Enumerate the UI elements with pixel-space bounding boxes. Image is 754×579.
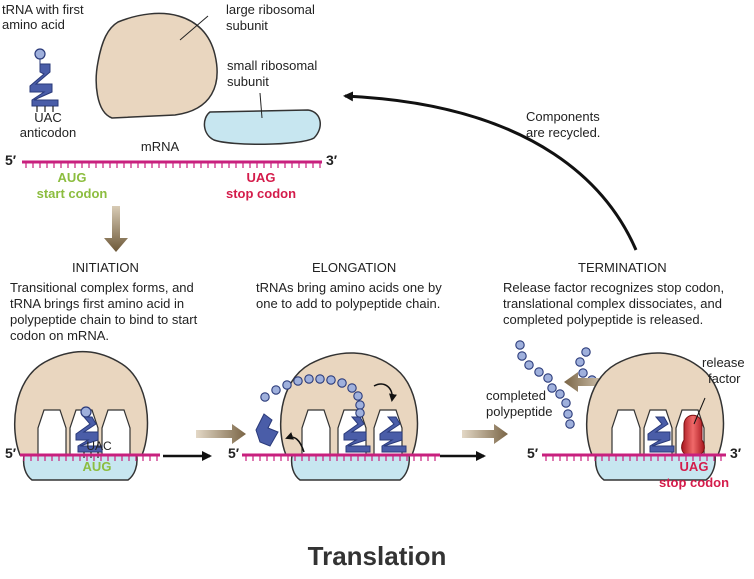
amino-acid-bead — [353, 391, 363, 401]
top-five-prime: 5′ — [5, 152, 17, 168]
amino-acid-bead — [347, 383, 357, 393]
amino-acid-bead — [355, 400, 365, 410]
exiting-trna-icon — [255, 413, 279, 447]
amino-acid-bead — [293, 376, 303, 386]
completed-label-line1: completed — [486, 388, 546, 403]
initiation-desc-1: Transitional complex forms, and — [10, 280, 194, 295]
amino-acid-bead — [337, 378, 347, 388]
diagram-title: Translation — [308, 541, 447, 571]
initiation-ribosome: UAC 5′ AUG — [5, 351, 160, 481]
init-five-prime: 5′ — [5, 445, 17, 461]
term-stop-codon: UAG — [680, 459, 709, 474]
mrna-label: mRNA — [141, 139, 180, 154]
amino-acid-bead — [315, 374, 325, 384]
amino-acid-bead — [534, 367, 544, 377]
release-factor-icon — [681, 414, 705, 457]
amino-acid-bead — [304, 374, 314, 384]
initiation-desc-4: codon on mRNA. — [10, 328, 109, 343]
top-mrna: 5′ 3′ mRNA AUG start codon UAG stop codo… — [5, 139, 338, 201]
termination-heading: TERMINATION — [578, 260, 667, 275]
small-ribosomal-subunit: small ribosomal subunit — [203, 58, 321, 146]
stop-codon-label: stop codon — [226, 186, 296, 201]
brown-arrow-2 — [462, 424, 508, 444]
large-subunit-label-line2: subunit — [226, 18, 268, 33]
amino-acid-bead — [581, 347, 591, 357]
stop-codon-text: UAG — [247, 170, 276, 185]
trna-label-line1: tRNA with first — [2, 2, 84, 17]
amino-acid-bead — [355, 408, 365, 418]
amino-acid-bead — [543, 373, 553, 383]
amino-acid-bead — [575, 357, 585, 367]
init-trna-icon — [75, 416, 103, 453]
amino-acid-bead — [260, 392, 270, 402]
top-trna: UAC anticodon tRNA with first amino acid — [2, 2, 84, 140]
mrna-ticks — [25, 162, 321, 168]
termination-desc-2: translational complex dissociates, and — [503, 296, 722, 311]
init-anticodon: UAC — [86, 439, 112, 453]
large-subunit-shape — [95, 12, 218, 119]
termination-ribosome: completed polypeptide release factor 5′ … — [486, 340, 745, 490]
completed-label-line2: polypeptide — [486, 404, 553, 419]
small-subunit-shape — [203, 109, 321, 146]
large-ribosomal-subunit: large ribosomal subunit — [95, 2, 315, 119]
initiation-text: INITIATION Transitional complex forms, a… — [10, 260, 198, 343]
trna-label-line2: amino acid — [2, 17, 65, 32]
elongation-desc-1: tRNAs bring amino acids one by — [256, 280, 442, 295]
amino-acid-bead — [524, 360, 534, 370]
amino-acid-bead — [561, 398, 571, 408]
down-arrow — [104, 206, 128, 252]
amino-acid-bead — [34, 48, 46, 60]
amino-acid-bead — [517, 351, 527, 361]
term-mrna-ticks — [545, 455, 722, 461]
amino-acid-bead — [515, 340, 525, 350]
amino-acid-bead — [563, 409, 573, 419]
elongation-text: ELONGATION tRNAs bring amino acids one b… — [256, 260, 442, 311]
elong-mrna-ticks — [245, 455, 436, 461]
brown-arrow-1 — [196, 424, 246, 444]
recycled-label-line1: Components — [526, 109, 600, 124]
termination-desc-3: completed polypeptide is released. — [503, 312, 703, 327]
term-three-prime: 3′ — [730, 445, 742, 461]
recycled-label-line2: are recycled. — [526, 125, 600, 140]
amino-acid-bead — [555, 389, 565, 399]
initiation-desc-2: tRNA brings first amino acid in — [10, 296, 184, 311]
release-label-line1: release — [702, 355, 745, 370]
amino-acid-bead — [547, 383, 557, 393]
released-polypeptide-chain — [515, 340, 575, 429]
initiation-desc-3: polypeptide chain to bind to start — [10, 312, 198, 327]
amino-acid-bead — [326, 375, 336, 385]
release-label-line2: factor — [708, 371, 741, 386]
trna-anticodon-text: UAC — [34, 110, 61, 125]
amino-acid-bead — [282, 380, 292, 390]
amino-acid-bead — [271, 385, 281, 395]
amino-acid-bead — [565, 419, 575, 429]
trna-icon — [29, 59, 59, 107]
release-arrow — [564, 372, 612, 392]
termination-text: TERMINATION Release factor recognizes st… — [503, 260, 724, 327]
amino-acid-bead — [578, 368, 588, 378]
top-three-prime: 3′ — [326, 152, 338, 168]
small-subunit-label-line2: subunit — [227, 74, 269, 89]
termination-desc-1: Release factor recognizes stop codon, — [503, 280, 724, 295]
anticodon-label: anticodon — [20, 125, 76, 140]
start-codon-text: AUG — [58, 170, 87, 185]
elongation-desc-2: one to add to polypeptide chain. — [256, 296, 440, 311]
term-five-prime: 5′ — [527, 445, 539, 461]
large-subunit-label-line1: large ribosomal — [226, 2, 315, 17]
init-mrna-ticks — [23, 455, 158, 461]
initiation-heading: INITIATION — [72, 260, 139, 275]
recycle-arrow — [343, 91, 638, 251]
start-codon-label: start codon — [37, 186, 108, 201]
term-stop-codon-label: stop codon — [659, 475, 729, 490]
elongation-ribosome: 5′ — [228, 352, 440, 481]
init-codon: AUG — [83, 459, 112, 474]
elong-five-prime: 5′ — [228, 445, 240, 461]
elongation-polypeptide-chain — [260, 374, 365, 418]
small-subunit-label-line1: small ribosomal — [227, 58, 317, 73]
elongation-heading: ELONGATION — [312, 260, 396, 275]
